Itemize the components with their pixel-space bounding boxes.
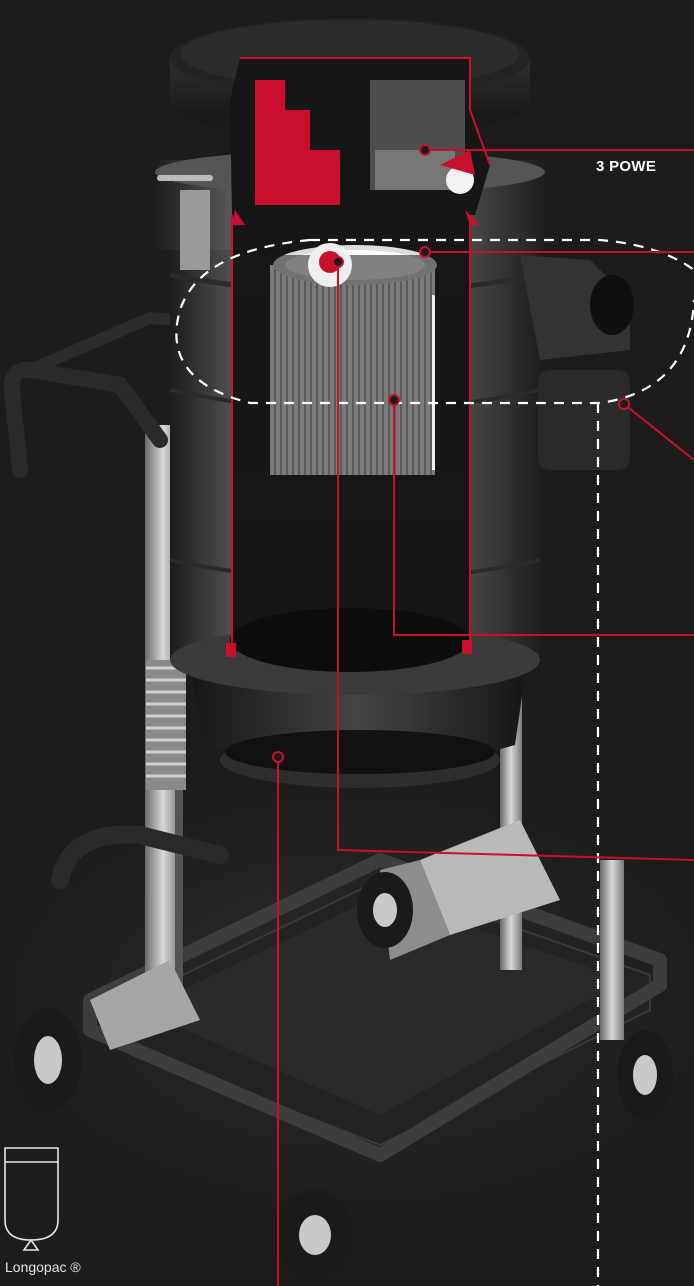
caster-wheel-icon <box>14 872 673 1280</box>
filter-zone-outline <box>175 238 694 1286</box>
spring <box>146 660 186 790</box>
handle-bar <box>3 361 168 478</box>
inlet-port-icon <box>520 255 634 470</box>
callout-marker-icon <box>272 144 630 763</box>
lid-latch <box>180 190 210 270</box>
cutaway-section <box>226 57 491 672</box>
callout-label-power: 3 POWE <box>596 158 657 175</box>
callout-leaders <box>277 149 694 1286</box>
longopac-bag-icon <box>4 1147 59 1251</box>
longopac-logo-text: Longopac ® <box>5 1259 81 1275</box>
